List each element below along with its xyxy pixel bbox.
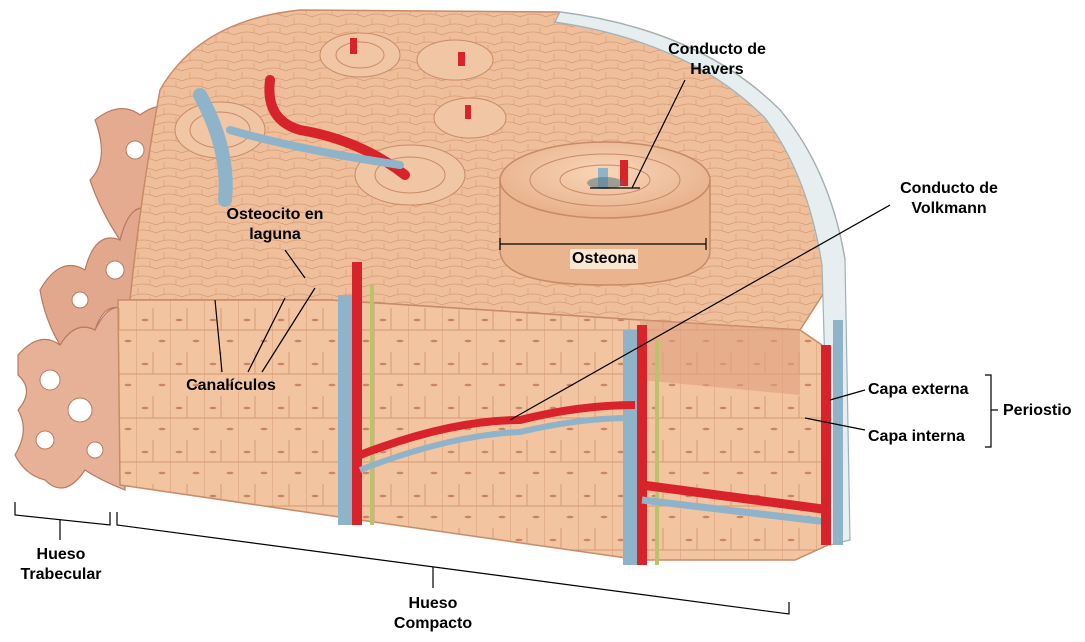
label-capa-interna: Capa interna — [868, 427, 965, 447]
label-osteocito-line1: Osteocito en — [227, 205, 324, 225]
label-havers-line1: Conducto de — [668, 40, 766, 60]
label-compacto-line1: Hueso — [394, 594, 472, 614]
label-osteocito-line2: laguna — [227, 225, 324, 245]
label-trabecular-line1: Hueso — [21, 545, 102, 565]
periostio-bracket — [985, 375, 998, 447]
label-compacto-line2: Compacto — [394, 614, 472, 634]
label-conducto-havers: Conducto de Havers — [668, 40, 766, 80]
label-canaliculos: Canalículos — [186, 376, 276, 396]
label-hueso-trabecular: Hueso Trabecular — [21, 545, 102, 585]
label-volkmann-line1: Conducto de — [900, 179, 998, 199]
label-trabecular-line2: Trabecular — [21, 565, 102, 585]
label-capa-externa: Capa externa — [868, 380, 969, 400]
label-volkmann-line2: Volkmann — [900, 199, 998, 219]
label-conducto-volkmann: Conducto de Volkmann — [900, 179, 998, 219]
label-osteocito: Osteocito en laguna — [227, 205, 324, 245]
label-hueso-compacto: Hueso Compacto — [394, 594, 472, 634]
label-periostio: Periostio — [1003, 401, 1071, 421]
label-havers-line2: Havers — [668, 60, 766, 80]
label-osteona: Osteona — [570, 249, 638, 269]
